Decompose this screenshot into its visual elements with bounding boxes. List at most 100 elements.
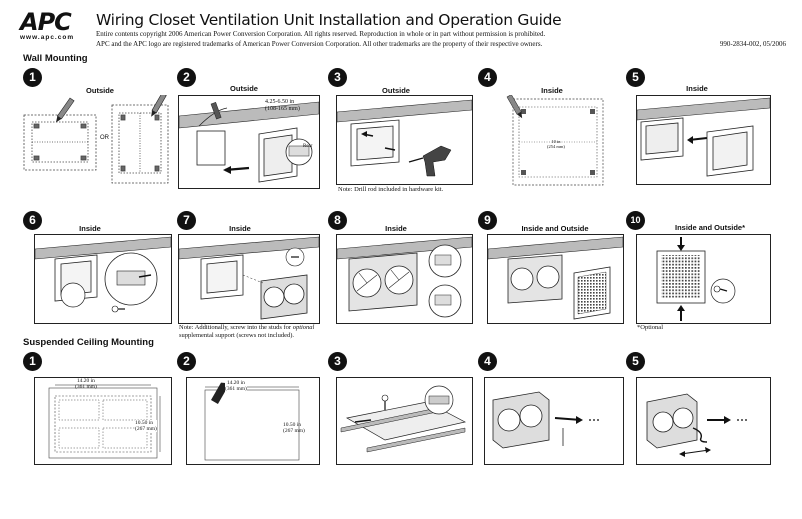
wall-step-5-label: Inside (686, 84, 708, 93)
page-title: Wiring Closet Ventilation Unit Installat… (96, 11, 562, 29)
screw-icon (381, 394, 389, 410)
screw-icon (111, 305, 125, 313)
fan-icon (348, 252, 418, 312)
template-landscape (23, 114, 97, 171)
or-label: OR (100, 135, 110, 141)
ceiling-step-1-figure: 14.20 in (361 mm) 10.50 in (267 mm) (34, 377, 172, 465)
wall-step-4-dim2: (254 mm) (547, 144, 565, 149)
ceiling-1-h1: 10.50 in (135, 420, 154, 426)
fan-icon (507, 254, 563, 304)
wall-step-6-figure (34, 234, 172, 324)
arrow-icon (677, 305, 685, 321)
fan-unit (260, 274, 308, 320)
ceiling-step-3-figure (336, 377, 473, 465)
wall-step-9-number: 9 (478, 211, 497, 230)
wall-step-9-figure (487, 234, 624, 324)
wall-step-1-number: 1 (23, 68, 42, 87)
wall-step-2-dim2: (108-165 mm) (265, 106, 300, 112)
ceiling-step-3-number: 3 (328, 352, 347, 371)
rear-callout: Rear (303, 144, 313, 149)
wall-step-10-label: Inside and Outside* (674, 223, 745, 232)
wall-step-8-label: Inside (385, 224, 407, 233)
pencil-icon (210, 101, 222, 120)
document-number: 990-2834-002, 05/2006 (719, 40, 786, 48)
pencil-icon (506, 95, 523, 119)
wall-step-1-label: Outside (86, 86, 114, 95)
pencil-icon (151, 95, 167, 117)
wall-step-7-note: Note: Additionally, screw into the studs… (179, 324, 329, 339)
wall-step-2-figure: 4.25-6.50 in (108-165 mm) Rear (178, 95, 320, 189)
arrow-icon (354, 419, 372, 423)
ceiling-1-w2: (361 mm) (75, 384, 97, 390)
wall-step-7-label: Inside (229, 224, 251, 233)
wall-step-3-label: Outside (382, 86, 410, 95)
arrow-icon (687, 136, 708, 144)
copyright-line-1: Entire contents copyright 2006 American … (96, 30, 546, 38)
ceiling-step-1-number: 1 (23, 352, 42, 371)
arrow-icon (384, 147, 396, 151)
wall-step-8-number: 8 (328, 211, 347, 230)
wall-step-7-number: 7 (177, 211, 196, 230)
template-portrait (111, 104, 169, 184)
wall-step-3-number: 3 (328, 68, 347, 87)
arrow-icon (361, 131, 374, 137)
wall-step-7-figure (178, 234, 320, 324)
ceiling-step-4-number: 4 (478, 352, 497, 371)
wall-step-5-number: 5 (626, 68, 645, 87)
ceiling-1-width: 14.20 in (361 mm) (75, 378, 97, 390)
ceiling-step-2-number: 2 (177, 352, 196, 371)
fan-icon (646, 393, 698, 449)
wall-step-3-figure (336, 95, 473, 185)
ceiling-mounting-heading: Suspended Ceiling Mounting (23, 337, 154, 348)
pencil-icon (211, 382, 228, 404)
arrow-icon (554, 416, 583, 424)
ceiling-step-2-figure: 14.20 in (361 mm) 10.50 in (267 mm) (186, 377, 320, 465)
ceiling-2-w2: (361 mm) (225, 386, 247, 392)
ceiling-step-5-figure (636, 377, 771, 465)
wall-step-2-number: 2 (177, 68, 196, 87)
wall-step-4-number: 4 (478, 68, 497, 87)
logo-url: www.apc.com (20, 34, 75, 41)
apc-logo: APC www.apc.com (20, 8, 84, 41)
arrow-icon (677, 237, 685, 251)
note-7b: supplemental support (screws not include… (179, 331, 294, 339)
ceiling-1-h2: (267 mm) (135, 426, 157, 432)
grille-icon (573, 266, 611, 320)
grille-icon (656, 250, 706, 304)
arrow-icon (679, 447, 711, 457)
arrow-icon (138, 274, 152, 278)
wall-step-10-figure (636, 234, 771, 324)
screw-icon (713, 285, 728, 293)
wall-mounting-heading: Wall Mounting (23, 53, 88, 64)
fan-icon (492, 391, 550, 449)
ceiling-2-h1: 10.50 in (283, 422, 302, 428)
wall-step-5-figure (636, 95, 771, 185)
ceiling-2-w1: 14.20 in (226, 380, 245, 386)
ceiling-step-4-figure (484, 377, 624, 465)
note-7-emphasis: optional (292, 324, 315, 331)
wall-step-4-figure: 10 in (254 mm) (495, 95, 613, 190)
wall-step-6-label: Inside (79, 224, 101, 233)
note-7a: Note: Additionally, screw into the studs… (179, 324, 293, 331)
ceiling-step-5-number: 5 (626, 352, 645, 371)
ceiling-1-w1: 14.20 in (76, 378, 95, 384)
wall-step-1-figure: OR (22, 95, 170, 190)
wall-step-8-figure (336, 234, 473, 324)
arrow-icon (707, 416, 731, 424)
ceiling-1-height: 10.50 in (267 mm) (135, 420, 157, 432)
copyright-text: Entire contents copyright 2006 American … (96, 30, 545, 49)
ceiling-2-height: 10.50 in (267 mm) (283, 422, 305, 434)
wall-step-10-number: 10 (626, 211, 645, 230)
wall-step-4-dim: 10 in (254 mm) (547, 139, 565, 149)
copyright-line-2: APC and the APC logo are registered trad… (96, 39, 543, 48)
wall-step-2-label: Outside (230, 84, 258, 93)
wall-step-4-dim1: 10 in (551, 139, 561, 144)
logo-text: APC (20, 8, 72, 36)
page-header: APC www.apc.com Wiring Closet Ventilatio… (0, 0, 802, 50)
wall-step-4-label: Inside (541, 86, 563, 95)
wall-step-6-number: 6 (23, 211, 42, 230)
drill-icon (408, 145, 452, 177)
wall-step-9-label: Inside and Outside (521, 224, 589, 233)
ceiling-2-width: 14.20 in (361 mm) (225, 380, 247, 392)
ceiling-2-h2: (267 mm) (283, 428, 305, 434)
